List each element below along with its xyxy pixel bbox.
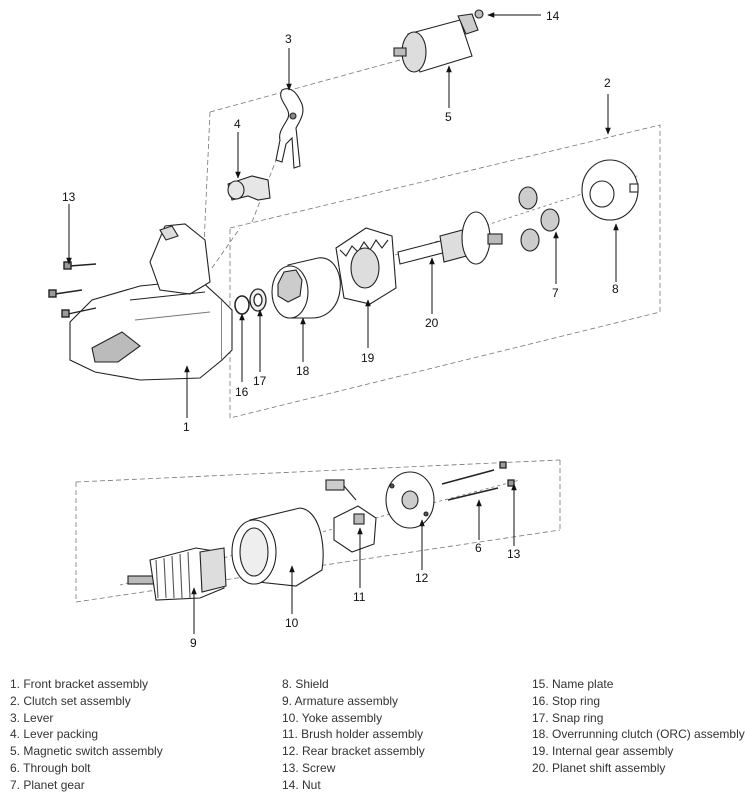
internal-gear-assembly [335, 227, 397, 305]
callout-19: 19 [361, 351, 375, 365]
planet-shift-assembly [397, 211, 503, 265]
shield [581, 159, 639, 221]
legend-item: 3. Lever [10, 710, 54, 725]
snap-ring [249, 288, 267, 312]
yoke-assembly [231, 507, 324, 587]
callout-9: 9 [190, 636, 197, 650]
through-bolts [441, 469, 499, 501]
callout-10: 10 [285, 616, 299, 630]
legend-item: 11. Brush holder assembly [282, 727, 424, 742]
legend-item: 20. Planet shift assembly [532, 760, 666, 775]
callout-4: 4 [234, 117, 241, 131]
rear-screws [499, 461, 515, 487]
callout-2: 2 [604, 76, 611, 90]
legend-item: 16. Stop ring [532, 693, 601, 708]
legend-item: 14. Nut [282, 777, 321, 792]
callout-labels: 1 2 3 4 5 6 7 8 9 10 11 12 13 14 16 17 1… [62, 9, 619, 650]
legend-column-2: 8. Shield 9. Armature assembly 10. Yoke … [282, 676, 425, 794]
legend-item: 12. Rear bracket assembly [282, 744, 425, 759]
legend-item: 8. Shield [282, 677, 329, 691]
callout-16: 16 [235, 385, 249, 399]
starter-motor-exploded-view: 1 2 3 4 5 6 7 8 9 10 11 12 13 14 16 17 1… [48, 9, 661, 650]
callout-5: 5 [445, 110, 452, 124]
legend-item: 13. Screw [282, 760, 336, 775]
legend-item: 6. Through bolt [10, 760, 91, 775]
leader-lines [66, 12, 619, 634]
callout-20: 20 [425, 316, 439, 330]
callout-1: 1 [183, 420, 190, 434]
callout-17: 17 [253, 374, 267, 388]
callout-13-right: 13 [507, 547, 521, 561]
legend-item: 18. Overrunning clutch (ORC) assembly [532, 727, 745, 742]
overrunning-clutch-assembly [271, 257, 341, 319]
callout-13-left: 13 [62, 190, 76, 204]
legend-item: 4. Lever packing [10, 727, 99, 742]
callout-12: 12 [415, 571, 429, 585]
front-screws [48, 261, 97, 318]
planet-gears [518, 186, 560, 252]
nut [474, 9, 484, 19]
callout-14: 14 [546, 9, 560, 23]
callout-11: 11 [353, 590, 366, 604]
armature-assembly [127, 547, 227, 601]
callout-18: 18 [296, 364, 310, 378]
lever-packing [227, 175, 271, 201]
legend-column-3: 15. Name plate 16. Stop ring 17. Snap ri… [532, 676, 745, 777]
magnetic-switch-assembly [393, 13, 479, 73]
legend-column-1: 1. Front bracket assembly 2. Clutch set … [10, 676, 163, 794]
stop-ring [234, 295, 250, 315]
legend-item: 2. Clutch set assembly [10, 693, 131, 708]
legend-item: 10. Yoke assembly [282, 710, 383, 725]
legend-item: 9. Armature assembly [282, 693, 399, 708]
legend-item: 5. Magnetic switch assembly [10, 744, 163, 759]
callout-3: 3 [285, 32, 292, 46]
lever [275, 88, 304, 169]
legend-item: 1. Front bracket assembly [10, 677, 149, 691]
brush-holder-assembly [325, 479, 377, 553]
legend-item: 17. Snap ring [532, 710, 604, 725]
front-bracket-assembly [69, 223, 233, 381]
legend-item: 7. Planet gear [10, 777, 85, 792]
legend-item: 15. Name plate [532, 677, 614, 691]
legend-item: 19. Internal gear assembly [532, 744, 674, 759]
rear-bracket-assembly [385, 471, 435, 529]
callout-7: 7 [552, 286, 559, 300]
callout-6: 6 [475, 541, 482, 555]
callout-8: 8 [612, 282, 619, 296]
